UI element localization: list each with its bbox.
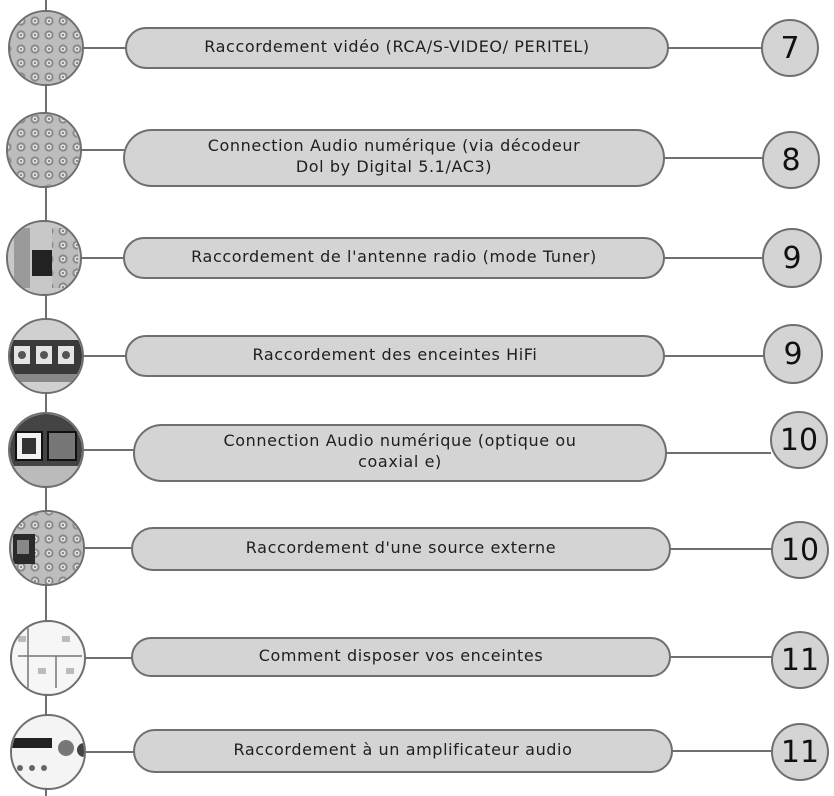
toc-entry[interactable] bbox=[6, 316, 823, 396]
page-number: 10 bbox=[780, 532, 820, 568]
toc-entry[interactable] bbox=[7, 508, 829, 588]
toc-entry-title: Raccordement vidéo (RCA/S-VIDEO/ PERITEL… bbox=[204, 36, 590, 56]
page-number: 9 bbox=[782, 240, 802, 276]
toc-entry-title: Raccordement des enceintes HiFi bbox=[252, 344, 538, 364]
toc-entry[interactable] bbox=[4, 110, 820, 190]
page-number-badge[interactable] bbox=[762, 228, 822, 288]
toc-entry-title: Comment disposer vos enceintes bbox=[258, 645, 544, 665]
toc-entry[interactable] bbox=[4, 218, 822, 298]
external-source-icon bbox=[9, 510, 85, 586]
toc-entry-pill[interactable] bbox=[131, 637, 671, 677]
page-number-badge[interactable] bbox=[771, 631, 829, 689]
page-number: 11 bbox=[780, 734, 820, 770]
page-number: 7 bbox=[780, 30, 800, 66]
toc-entry[interactable] bbox=[6, 410, 828, 490]
toc-entry-title: Connection Audio numérique (optique ou c… bbox=[223, 431, 577, 471]
amplifier-panel-icon bbox=[10, 714, 86, 790]
toc-entry-title: Connection Audio numérique (via décodeur… bbox=[207, 136, 581, 176]
page-number-badge[interactable] bbox=[762, 131, 820, 189]
toc-entry[interactable] bbox=[8, 618, 829, 698]
toc-entry-title: Raccordement à un amplificateur audio bbox=[233, 739, 573, 759]
optical-coaxial-icon bbox=[8, 412, 84, 488]
toc-entry-pill[interactable] bbox=[133, 729, 673, 773]
page-number: 11 bbox=[780, 642, 820, 678]
toc-entry-pill[interactable] bbox=[125, 335, 665, 377]
toc-entry-pill[interactable] bbox=[125, 27, 669, 69]
antenna-jack-icon bbox=[6, 220, 82, 296]
toc-entry-pill[interactable] bbox=[131, 527, 671, 571]
speaker-layout-diagram-icon bbox=[10, 620, 86, 696]
toc-entry-pill[interactable] bbox=[123, 237, 665, 279]
page-number: 9 bbox=[783, 336, 803, 372]
page-number-badge[interactable] bbox=[770, 411, 828, 469]
page-number-badge[interactable] bbox=[763, 324, 823, 384]
speaker-terminals-icon bbox=[8, 318, 84, 394]
connector-grid-icon bbox=[6, 112, 82, 188]
toc-entry-pill[interactable] bbox=[133, 424, 667, 482]
connector-grid-icon bbox=[8, 10, 84, 86]
toc-entry-title: Raccordement de l'antenne radio (mode Tu… bbox=[191, 246, 597, 266]
page-number-badge[interactable] bbox=[761, 19, 819, 77]
toc-entry[interactable] bbox=[6, 8, 819, 88]
toc-entry-title: Raccordement d'une source externe bbox=[245, 537, 557, 557]
toc-entry[interactable] bbox=[8, 712, 829, 792]
page-number-badge[interactable] bbox=[771, 723, 829, 781]
page-number-badge[interactable] bbox=[771, 521, 829, 579]
page-number: 10 bbox=[779, 422, 819, 458]
toc-entry-pill[interactable] bbox=[123, 129, 665, 187]
page-number: 8 bbox=[781, 142, 801, 178]
